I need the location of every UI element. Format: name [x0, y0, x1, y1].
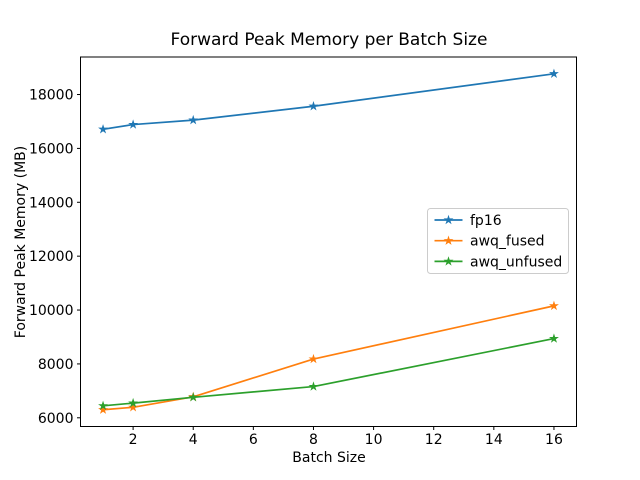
data-point-awq_fused-batch-16	[549, 300, 559, 311]
y-tick-label: 10000	[29, 303, 74, 319]
legend-marker-fp16	[443, 214, 454, 225]
data-point-awq_fused-batch-2	[128, 402, 139, 412]
y-tick-label: 14000	[29, 195, 74, 211]
chart-title: Forward Peak Memory per Batch Size	[170, 30, 488, 50]
data-point-awq_unfused-batch-4	[188, 392, 199, 402]
x-tick-label: 2	[129, 432, 138, 448]
x-tick-label: 12	[425, 432, 443, 448]
data-point-fp16-batch-16	[549, 68, 559, 78]
y-tick-label: 16000	[29, 141, 74, 157]
legend-label-awq_fused: awq_fused	[470, 234, 545, 250]
data-point-awq_unfused-batch-2	[128, 397, 139, 408]
y-tick-label: 12000	[29, 249, 74, 265]
series-line-awq_unfused	[102, 337, 555, 407]
legend-marker-awq_unfused	[443, 256, 454, 266]
data-point-awq_unfused-batch-8	[308, 381, 319, 391]
data-point-fp16-batch-8	[308, 101, 319, 111]
y-tick-label: 18000	[29, 88, 74, 104]
legend-marker-awq_fused	[443, 235, 454, 245]
x-tick-label: 10	[365, 432, 383, 448]
y-tick-label: 6000	[38, 411, 74, 427]
legend-label-fp16: fp16	[470, 213, 502, 229]
axes-frame	[80, 56, 577, 427]
x-tick-label: 16	[545, 432, 563, 448]
x-tick-label: 8	[309, 432, 318, 448]
data-point-awq_unfused-batch-1	[98, 400, 108, 411]
x-tick-label: 4	[189, 432, 198, 448]
legend-box	[427, 208, 569, 274]
legend-label-awq_unfused: awq_unfused	[470, 254, 562, 270]
data-point-fp16-batch-4	[188, 114, 199, 125]
y-tick-label: 8000	[38, 357, 74, 373]
data-point-awq_fused-batch-1	[98, 404, 108, 414]
data-point-awq_fused-batch-8	[308, 353, 319, 364]
data-point-fp16-batch-1	[98, 124, 108, 134]
x-tick-label: 6	[249, 432, 258, 448]
data-point-fp16-batch-2	[128, 119, 139, 129]
series-line-fp16	[102, 72, 555, 131]
series-line-awq_fused	[102, 305, 555, 411]
data-point-awq_unfused-batch-16	[549, 333, 559, 343]
x-tick-label: 14	[485, 432, 503, 448]
x-axis-label: Batch Size	[292, 450, 366, 466]
